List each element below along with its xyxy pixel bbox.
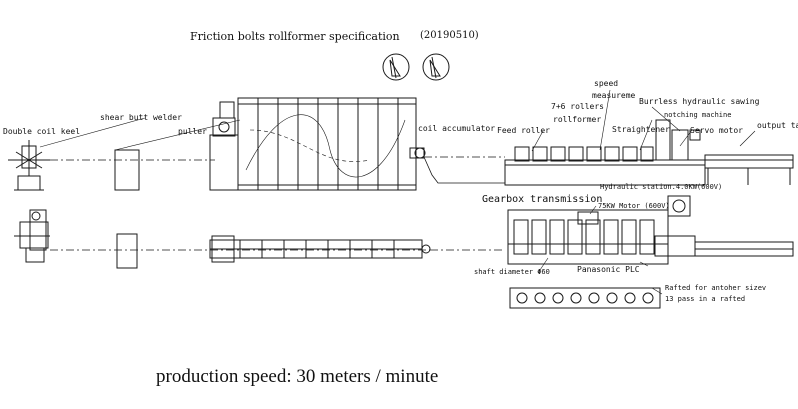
label-coil-accumulator: coil accumulator	[418, 124, 496, 133]
accumulator-top	[209, 235, 431, 263]
label-burrless-sawing: Burrless hydraulic sawing	[639, 97, 760, 106]
coil-keel-top	[14, 209, 50, 263]
label-shear-butt-welder: shear butt welder	[100, 113, 182, 122]
profile-section-1	[382, 53, 410, 81]
label-shaft-diameter: shaft diameter Φ60	[474, 268, 550, 276]
label-notching-machine: notching machine	[664, 111, 732, 119]
label-gearbox-transmission: Gearbox transmission	[482, 194, 603, 205]
label-panasonic-plc: Panasonic PLC	[577, 265, 640, 274]
profile-section-2	[422, 53, 450, 81]
label-rollers-line2: rollformer	[553, 115, 602, 124]
output-table-top	[694, 241, 794, 257]
drawing-title: Friction bolts rollformer specification	[190, 30, 400, 43]
puller-side	[209, 101, 239, 191]
label-puller: puller	[178, 127, 207, 136]
label-hydraulic-station: Hydraulic station.4.0KW(600V)	[600, 183, 723, 191]
production-speed-note: production speed: 30 meters / minute	[156, 366, 439, 387]
label-output-table: output table	[757, 121, 798, 130]
rafted-rollers	[509, 287, 661, 309]
rollformer-top	[507, 195, 696, 265]
label-servo-motor: Servo motor	[690, 126, 743, 135]
label-speed-measure-line1: speed	[594, 79, 619, 88]
label-speed-measure-line2: measureme	[592, 91, 636, 100]
coil-keel-side	[8, 140, 50, 191]
label-straightener: Straightener	[612, 125, 670, 134]
accumulator-cage-side	[237, 97, 426, 191]
drawing-date: (20190510)	[420, 30, 479, 41]
label-double-coil-keel: Double coil keel	[3, 127, 81, 136]
label-rafted-line1: Rafted for antoher sizev	[665, 284, 767, 292]
label-feed-roller: Feed roller	[497, 126, 550, 135]
welder-box-side	[114, 149, 140, 191]
rollformer-side	[504, 119, 706, 186]
welder-box-top	[116, 233, 138, 269]
label-rollers-line1: 7+6 rollers	[551, 102, 604, 111]
output-table-side	[704, 154, 794, 185]
label-motor: 75KW Motor (600V)	[598, 202, 670, 210]
label-rafted-line2: 13 pass in a rafted	[665, 295, 746, 303]
